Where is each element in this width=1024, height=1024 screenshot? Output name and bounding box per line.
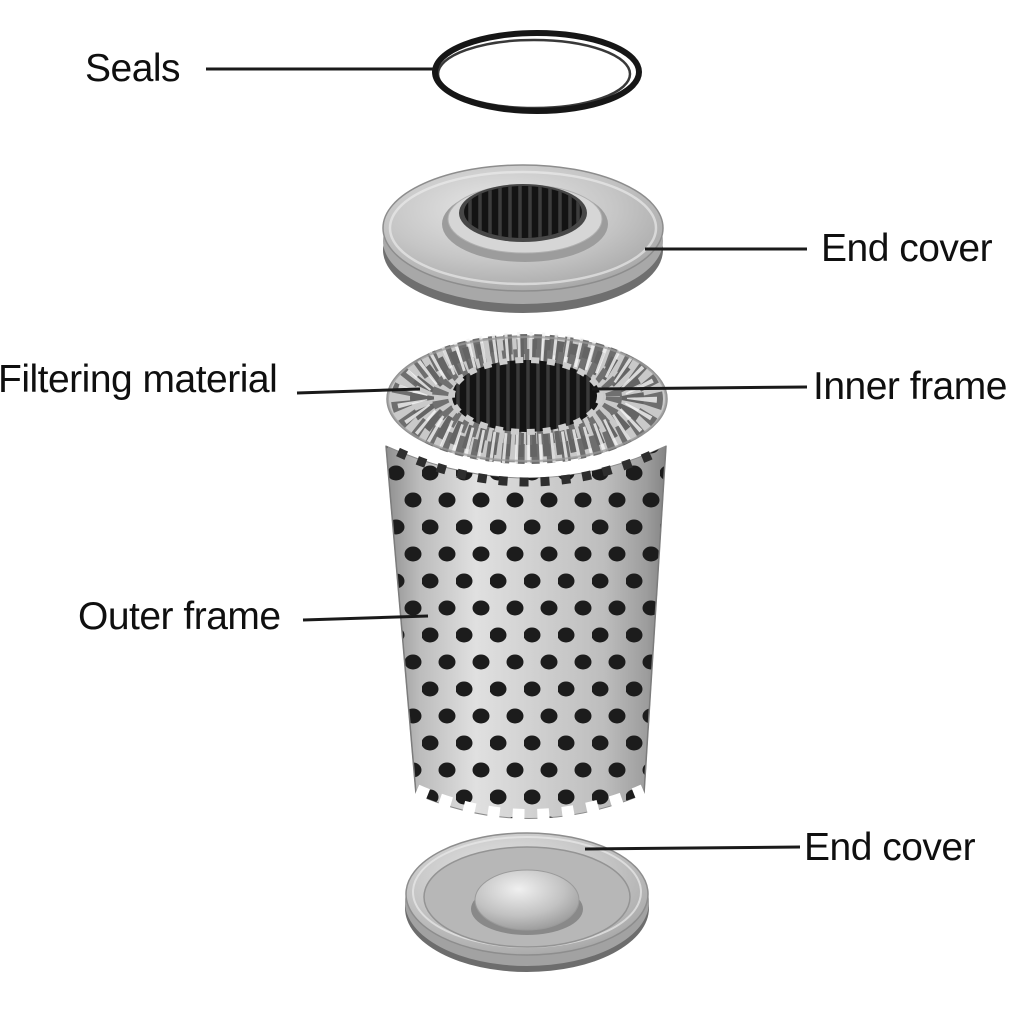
filtering-material-leader-line [296,387,421,395]
top-end-cover [382,164,664,313]
label-seals: Seals [85,47,181,90]
bottom-end-cover [405,832,649,972]
label-inner-frame: Inner frame [813,365,1007,408]
label-filtering-material: Filtering material [0,358,278,401]
label-end-cover-bottom: End cover [804,826,976,869]
label-outer-frame: Outer frame [78,595,281,638]
outer-frame-leader-line [302,614,429,622]
filter-element [385,332,668,825]
outer-frame-cylinder [385,445,667,825]
inner-frame-tabs [449,357,603,435]
label-end-cover-top: End cover [821,227,993,270]
end-cover-bottom-leader-line [584,845,801,851]
outer-frame-bottom-notches [412,784,648,825]
inner-frame-leader-line [591,385,808,391]
leader-lines [206,67,808,851]
outer-frame-top-notches [396,447,660,487]
seal-oring [432,30,642,114]
